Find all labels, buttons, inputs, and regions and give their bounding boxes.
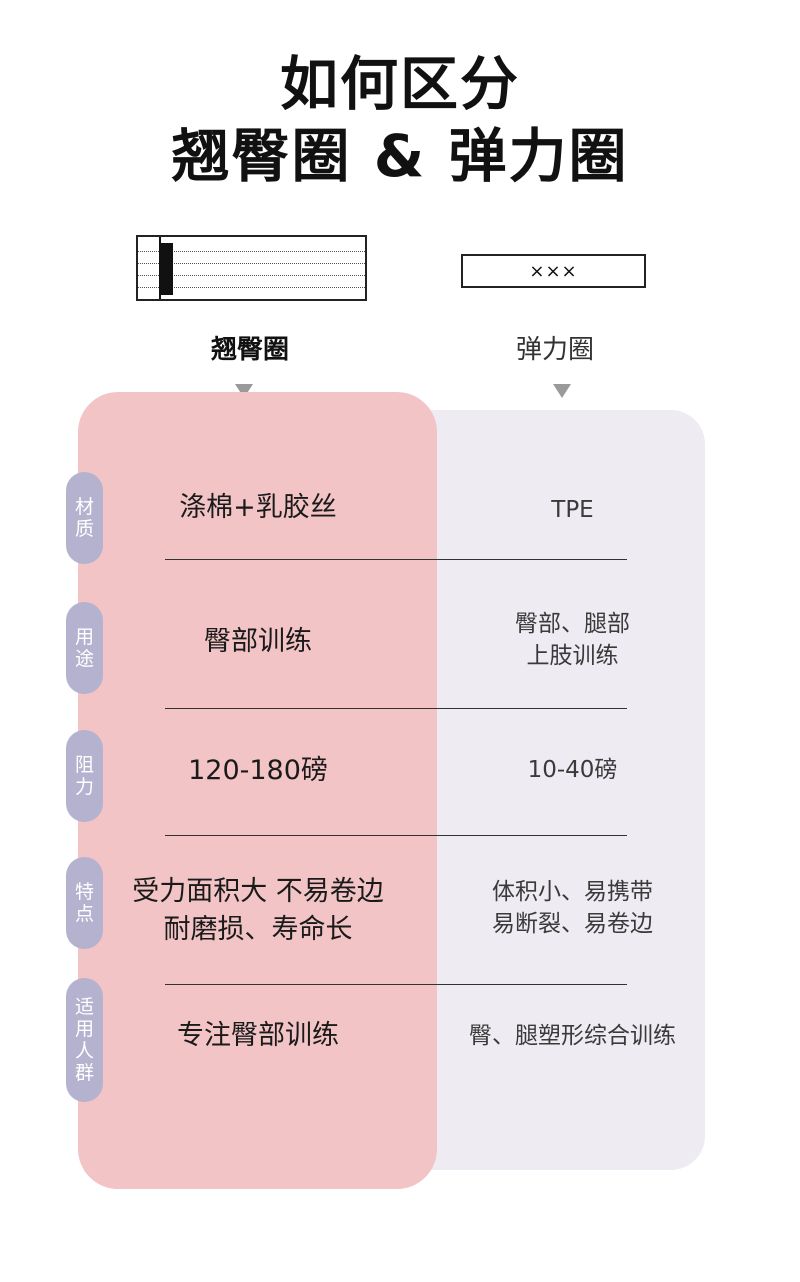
hip-band-features: 受力面积大 不易卷边 耐磨损、寿命长 — [132, 876, 384, 945]
hip-band-usage: 臀部训练 — [204, 626, 312, 657]
page-title-line-2: 翘臀圈 & 弹力圈 — [171, 122, 629, 190]
band-stripe — [138, 263, 365, 264]
band-stripe — [138, 251, 365, 252]
row-label-target-users: 适用人群 — [66, 978, 103, 1102]
hip-band-target-users: 专注臀部训练 — [177, 1020, 339, 1051]
row-divider — [165, 708, 627, 709]
row-divider — [165, 835, 627, 836]
column-label-hip-band: 翘臀圈 — [210, 335, 289, 365]
resistance-band-resistance: 10-40磅 — [527, 757, 618, 783]
resistance-band-target-users: 臀、腿塑形综合训练 — [469, 1023, 676, 1049]
row-label-usage: 用途 — [66, 602, 103, 694]
hip-band-panel — [78, 392, 437, 1189]
band-stripe — [138, 287, 365, 288]
band-buckle — [160, 243, 173, 295]
row-divider — [165, 559, 627, 560]
band-stripe — [138, 275, 365, 276]
resistance-band-illustration: ××× — [461, 254, 646, 288]
triangle-down-icon — [553, 384, 571, 398]
row-label-resistance: 阻力 — [66, 730, 103, 822]
resistance-band-features: 体积小、易携带 易断裂、易卷边 — [492, 879, 653, 937]
page-title-line-1: 如何区分 — [279, 50, 520, 118]
row-divider — [165, 984, 627, 985]
column-label-resistance-band: 弹力圈 — [515, 335, 594, 365]
hip-band-resistance: 120-180磅 — [188, 755, 328, 786]
hip-band-material: 涤棉+乳胶丝 — [179, 492, 337, 523]
row-label-features: 特点 — [66, 857, 103, 949]
resistance-band-material: TPE — [551, 497, 594, 523]
hip-band-illustration — [136, 235, 367, 301]
row-label-material: 材质 — [66, 472, 103, 564]
resistance-band-usage: 臀部、腿部 上肢训练 — [515, 611, 630, 669]
